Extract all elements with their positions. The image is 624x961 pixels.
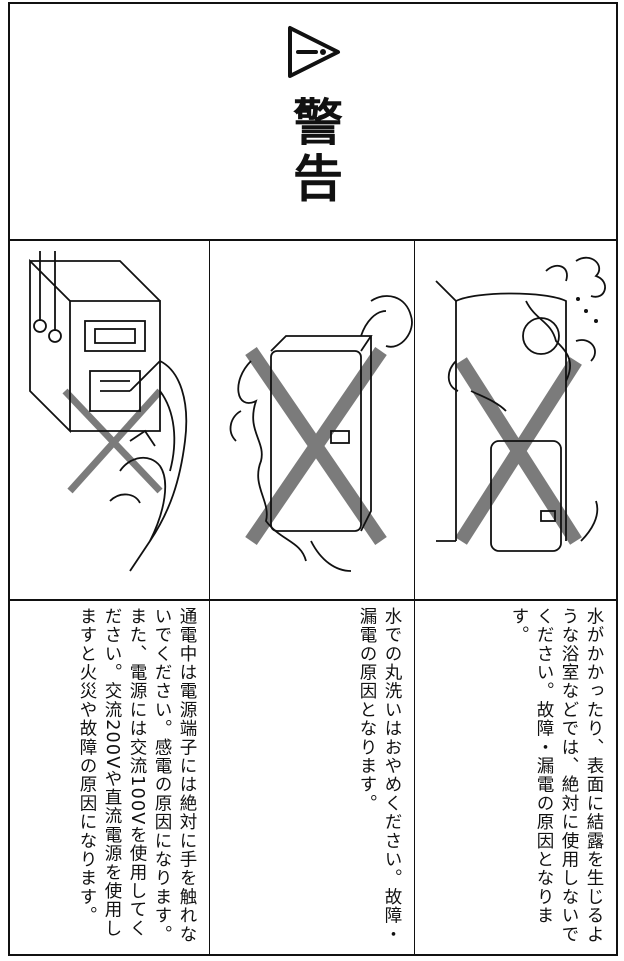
- bathroom-steam-drawing: [435, 256, 606, 552]
- prohibited-x-icon: [455, 357, 582, 545]
- warning-text-wash: 水での丸洗いはおやめください。故障・漏電の原因となります。: [357, 607, 402, 944]
- warning-text-column-terminal: 通電中は電源端子には絶対に手を触れないでください。感電の原因になります。また、電…: [10, 601, 209, 954]
- warning-triangle-icon: [288, 26, 340, 78]
- warning-text-column-bathroom: 水がかかったり、表面に結露を生じるような浴室などでは、絶対に使用しないでください…: [416, 601, 616, 954]
- column-divider-left: [209, 241, 210, 956]
- title-block: 警告: [272, 24, 356, 224]
- column-divider-right: [414, 241, 415, 956]
- illustration-terminal-touch: [10, 241, 209, 599]
- terminal-touch-drawing: [29, 251, 188, 572]
- warning-header: 警告: [10, 4, 616, 241]
- header-divider: [10, 239, 616, 241]
- illustration-bathroom-steam: [416, 241, 616, 599]
- illustration-water-wash: [211, 241, 414, 599]
- page-title: 警告: [285, 96, 343, 208]
- warning-text-bathroom: 水がかかったり、表面に結露を生じるような浴室などでは、絶対に使用しないでください…: [509, 607, 604, 944]
- warning-panel: 警告: [8, 2, 618, 956]
- water-wash-drawing: [229, 295, 413, 572]
- warning-text-terminal: 通電中は電源端子には絶対に手を触れないでください。感電の原因になります。また、電…: [77, 607, 197, 944]
- illustration-divider: [10, 599, 616, 601]
- prohibited-x-icon: [245, 347, 387, 545]
- warning-text-column-wash: 水での丸洗いはおやめください。故障・漏電の原因となります。: [211, 601, 414, 954]
